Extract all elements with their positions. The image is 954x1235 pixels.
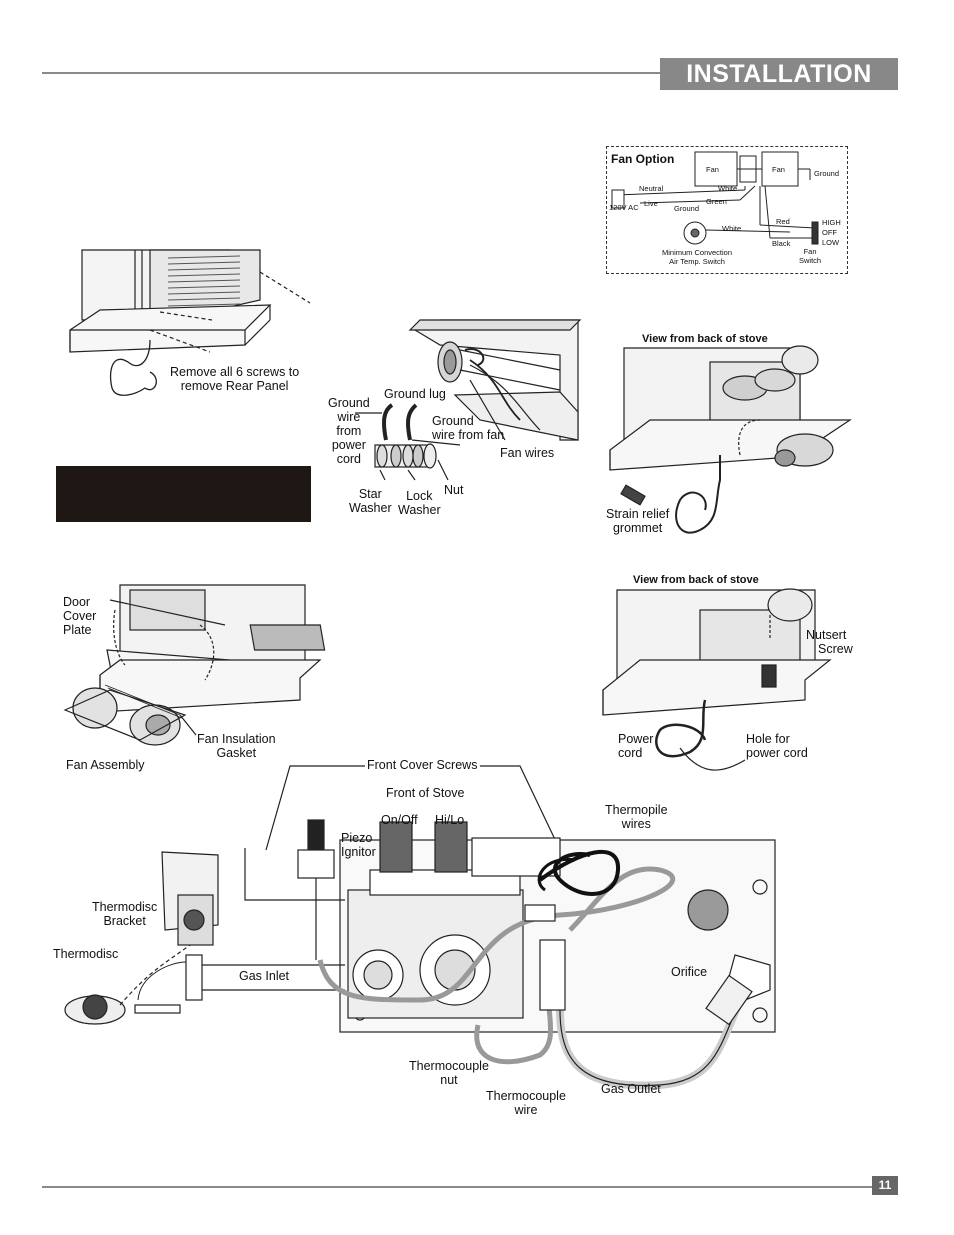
gas-outlet-label: Gas Outlet <box>601 1082 661 1096</box>
gas-inlet-label: Gas Inlet <box>239 969 290 983</box>
fan-gasket-label: Fan Insulation Gasket <box>197 732 276 760</box>
black-label: Black <box>772 239 791 248</box>
on-off-label: On/Off <box>381 813 418 827</box>
ground-wire-fan-label: Ground wire from fan <box>432 414 505 442</box>
power-cord-label: Power cord <box>618 732 654 760</box>
rear-panel-caption: Remove all 6 screws to remove Rear Panel <box>170 365 300 393</box>
white-mid-label: White <box>722 224 742 233</box>
header-rule <box>42 72 662 74</box>
off-label: OFF <box>822 228 837 237</box>
green-label: Green <box>706 197 727 206</box>
nutsert-screw-label: Nutsert Screw <box>806 628 853 656</box>
voltage-label: 120V AC <box>609 203 639 212</box>
page-number: 11 <box>872 1176 898 1195</box>
front-of-stove-label: Front of Stove <box>386 786 465 800</box>
red-label: Red <box>776 217 790 226</box>
fan-option-diagram <box>606 146 848 274</box>
thermodisc-label: Thermodisc <box>53 947 119 961</box>
strain-relief-label: Strain relief grommet <box>606 507 670 535</box>
temp-switch-label: Minimum Convection Air Temp. Switch <box>662 248 733 266</box>
hole-power-cord-label: Hole for power cord <box>746 732 808 760</box>
fan-1-label: Fan <box>706 165 719 174</box>
fan-assembly-label: Fan Assembly <box>66 758 145 772</box>
fig5-title: View from back of stove <box>633 574 759 586</box>
white-top-label: White <box>718 184 738 193</box>
ground-top-label: Ground <box>814 169 840 178</box>
fan-2-label: Fan <box>772 165 785 174</box>
thermocouple-nut-label: Thermocouple nut <box>409 1059 489 1087</box>
note-box <box>56 466 311 522</box>
section-title: INSTALLATION <box>660 58 898 90</box>
thermocouple-wire-label: Thermocouple wire <box>486 1089 566 1117</box>
footer-rule <box>42 1186 872 1188</box>
ground-mid-label: Ground <box>674 204 700 213</box>
fan-wires-label: Fan wires <box>500 446 555 460</box>
lock-washer-label: Lock Washer <box>398 489 441 517</box>
fig3-title: View from back of stove <box>642 333 768 345</box>
high-label: HIGH <box>822 218 841 227</box>
ground-lug-label: Ground lug <box>384 387 446 401</box>
thermodisc-bracket-label: Thermodisc Bracket <box>92 900 158 928</box>
piezo-ignitor-label: Piezo Ignitor <box>341 831 376 859</box>
low-label: LOW <box>822 238 840 247</box>
thermopile-wires-label: Thermopile wires <box>605 803 668 831</box>
front-cover-screws-label: Front Cover Screws <box>367 758 478 772</box>
hi-lo-label: Hi/Lo <box>435 813 465 827</box>
fan-option-title: Fan Option <box>611 152 675 166</box>
orifice-label: Orifice <box>671 965 708 979</box>
live-label: Live <box>644 199 658 208</box>
door-cover-plate-label: Door Cover Plate <box>63 595 97 637</box>
ground-wire-power-label: Ground wire from power cord <box>328 396 370 466</box>
neutral-label: Neutral <box>639 184 664 193</box>
nut-label: Nut <box>444 483 464 497</box>
star-washer-label: Star Washer <box>349 487 392 515</box>
fan-switch-label: Fan Switch <box>799 247 822 265</box>
